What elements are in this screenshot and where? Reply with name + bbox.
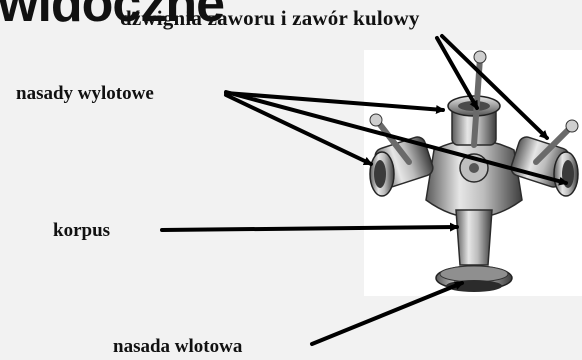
arrow-inlet (312, 283, 462, 344)
label-valve-lever: dźwignia zaworu i zawór kulowy (120, 6, 420, 31)
label-inlet: nasada wlotowa (113, 336, 242, 358)
arrow-valve-to-right-lever (442, 36, 547, 138)
arrow-body (162, 227, 457, 230)
arrow-outlets-to-left (226, 95, 371, 164)
label-body: korpus (53, 220, 110, 242)
label-outlets: nasady wylotowe (16, 83, 154, 105)
